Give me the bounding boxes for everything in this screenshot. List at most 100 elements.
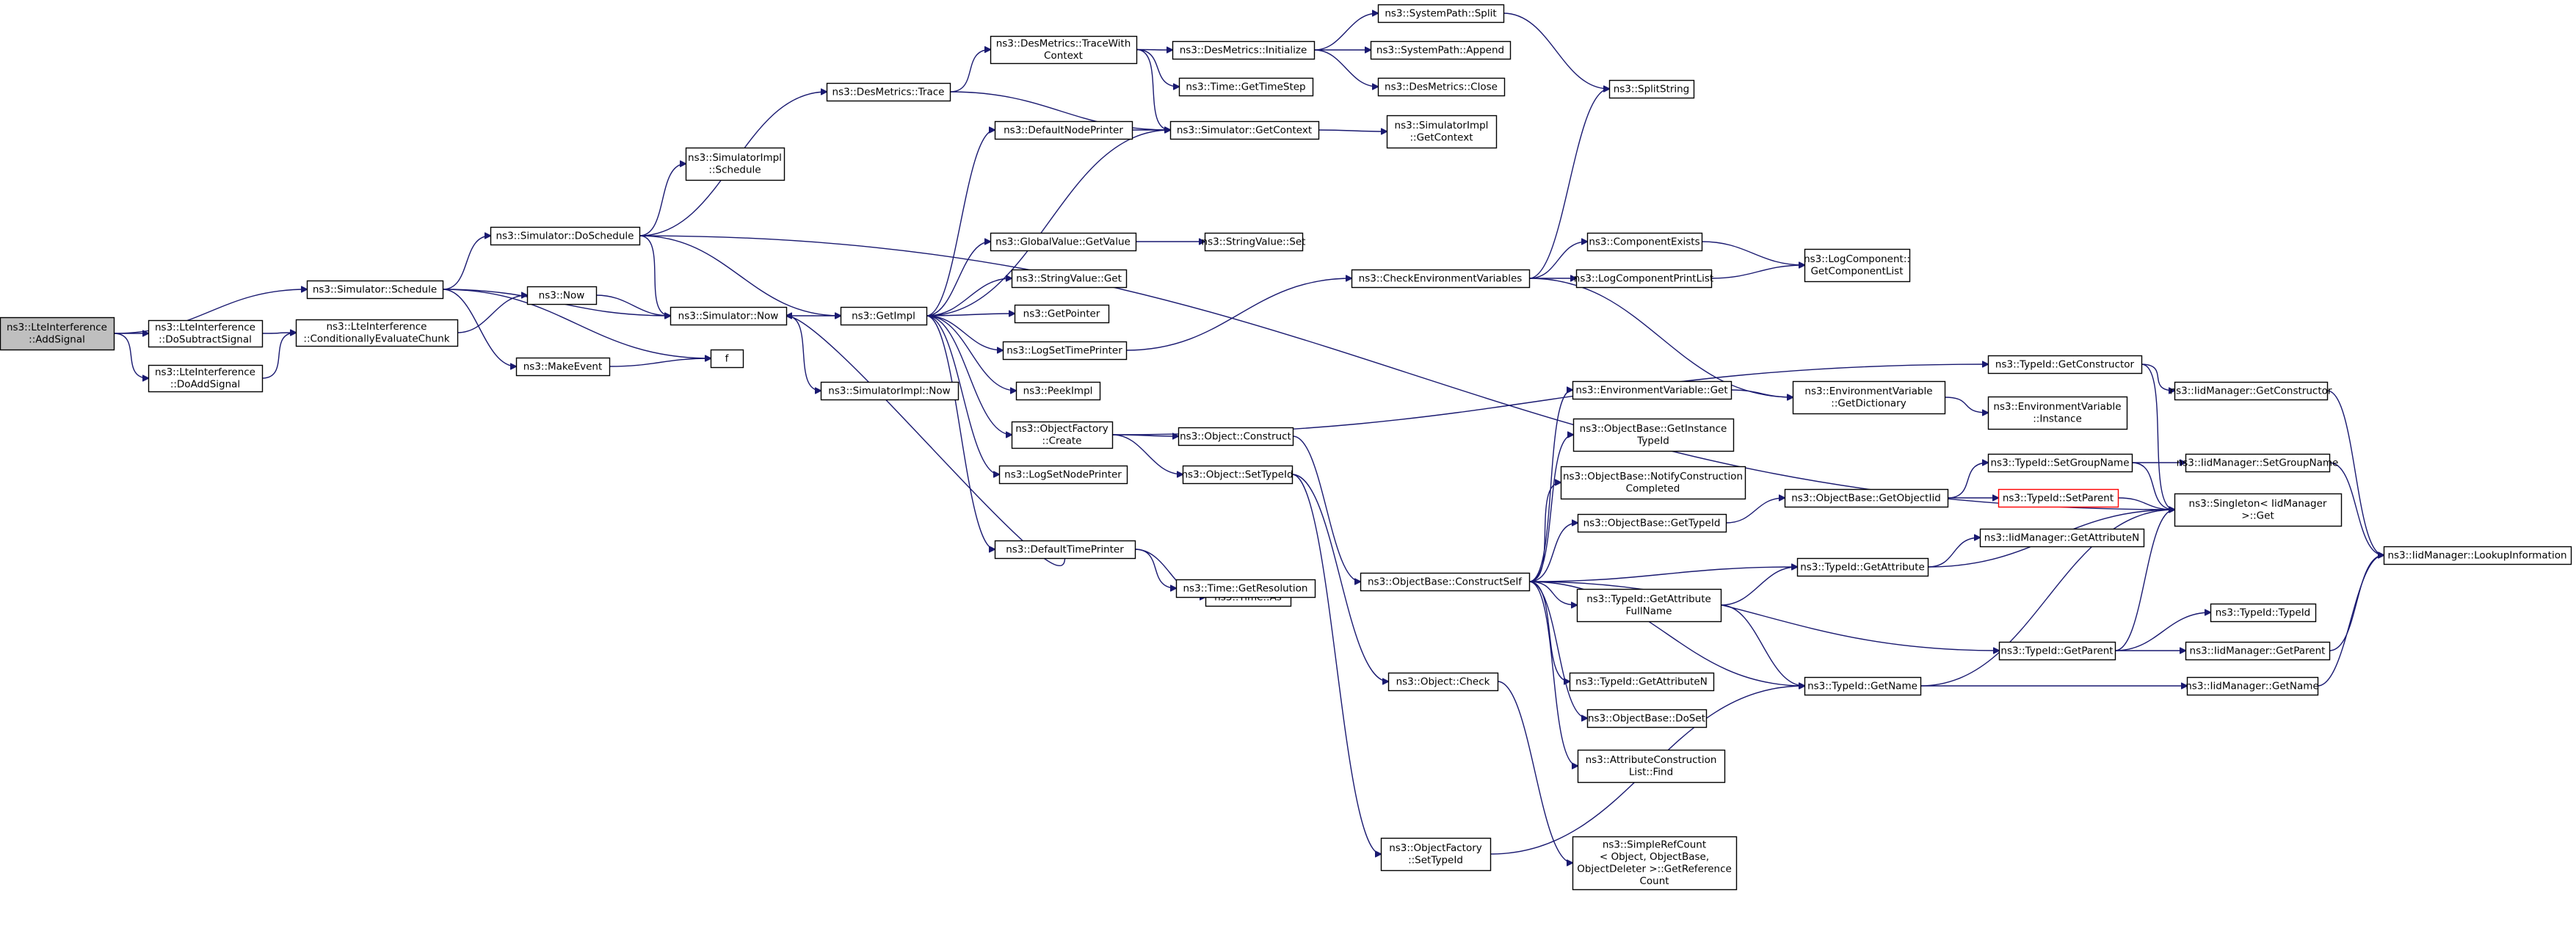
node-ns3-objectfactory-settypeid[interactable]: ns3::ObjectFactory::SetTypeId [1380,837,1492,872]
node-label: ns3::EnvironmentVariable::Get [1575,384,1727,396]
node-box [1377,77,1506,97]
node-ns3-simulator-now[interactable]: ns3::Simulator::Now [670,306,788,326]
node-ns3-iidmanager-setgroupname[interactable]: ns3::IidManager::SetGroupName [2177,453,2339,473]
node-label: ns3::StringValue::Set [1202,236,1306,247]
node-label: ::Instance [2033,413,2082,425]
node-label: ns3::ObjectBase::NotifyConstruction [1563,471,1743,482]
edge-n54-to-n59 [1947,463,1988,499]
node-ns3-splitstring[interactable]: ns3::SplitString [1608,79,1695,99]
node-ns3-environmentvariable-get[interactable]: ns3::EnvironmentVariable::Get [1572,380,1733,400]
node-ns3-simplerefcount-object-objectbase-objectdeleter-getreferencecount[interactable]: ns3::SimpleRefCount< Object, ObjectBase,… [1572,836,1738,891]
node-ns3-logcomponentprintlist[interactable]: ns3::LogComponentPrintList [1574,269,1713,289]
node-ns3-objectbase-getobjectiid[interactable]: ns3::ObjectBase::GetObjectIid [1784,488,1949,508]
node-ns3-desmetrics-trace[interactable]: ns3::DesMetrics::Trace [826,82,951,102]
node-ns3-singleton-iidmanager-get[interactable]: ns3::Singleton< IidManager >::Get [2174,493,2343,527]
node-ns3-systempath-split[interactable]: ns3::SystemPath::Split [1377,4,1505,23]
node-ns3-makeevent[interactable]: ns3::MakeEvent [515,357,611,377]
node-ns3-peekimpl[interactable]: ns3::PeekImpl [1015,381,1101,401]
node-ns3-now[interactable]: ns3::Now [526,286,598,305]
node-ns3-typeid-getconstructor[interactable]: ns3::TypeId::GetConstructor [1987,355,2143,375]
node-ns3-logcomponent-getcomponentlist[interactable]: ns3::LogComponent::GetComponentList [1804,248,1911,283]
node-label: ns3::LteInterference [7,322,107,333]
node-ns3-iidmanager-getparent[interactable]: ns3::IidManager::GetParent [2185,641,2331,661]
node-ns3-object-settypeid[interactable]: ns3::Object::SetTypeId [1181,465,1294,485]
node-ns3-typeid-getparent[interactable]: ns3::TypeId::GetParent [1998,641,2116,661]
node-ns3-componentexists[interactable]: ns3::ComponentExists [1586,232,1703,252]
node-ns3-simulatorimpl-schedule[interactable]: ns3::SimulatorImpl::Schedule [685,147,786,181]
node-label: >::Get [2241,510,2274,522]
node-ns3-typeid-getattribute[interactable]: ns3::TypeId::GetAttribute [1796,557,1929,577]
node-ns3-logsetnodeprinter[interactable]: ns3::LogSetNodePrinter [998,465,1128,485]
node-ns3-lteinterference-addsignal[interactable]: ns3::LteInterference::AddSignal [0,316,115,351]
node-label: ns3::Time::GetTimeStep [1186,81,1305,93]
node-ns3-objectbase-doset[interactable]: ns3::ObjectBase::DoSet [1586,709,1708,728]
node-ns3-environmentvariable-getdictionary[interactable]: ns3::EnvironmentVariable::GetDictionary [1792,380,1946,415]
edge-n37-to-n55 [1528,567,1797,582]
node-ns3-typeid-setparent[interactable]: ns3::TypeId::SetParent [1998,488,2119,508]
node-ns3-typeid-setgroupname[interactable]: ns3::TypeId::SetGroupName [1987,453,2133,473]
node-label: < Object, ObjectBase, [1600,851,1709,863]
node-ns3-simulator-schedule[interactable]: ns3::Simulator::Schedule [306,280,444,300]
node-box [2174,381,2329,401]
edge-n38-to-n51 [1497,681,1572,863]
node-ns3-lteinterference-conditionallyevaluatechunk[interactable]: ns3::LteInterference::ConditionallyEvalu… [295,319,459,347]
node-ns3-lteinterference-dosubtractsignal[interactable]: ns3::LteInterference::DoSubtractSignal [148,319,264,348]
node-label: ns3::Now [539,289,585,301]
node-ns3-stringvalue-set[interactable]: ns3::StringValue::Set [1202,232,1306,252]
node-ns3-desmetrics-initialize[interactable]: ns3::DesMetrics::Initialize [1172,40,1316,60]
node-label: ns3::GetImpl [852,310,915,322]
node-label: ns3::ObjectBase::DoSet [1588,712,1705,724]
node-ns3-getimpl[interactable]: ns3::GetImpl [840,306,928,326]
node-box [1987,453,2133,473]
edge-n62-to-n65 [2114,510,2174,651]
node-box [710,349,744,369]
node-ns3-simulator-doschedule[interactable]: ns3::Simulator::DoSchedule [490,226,641,246]
node-label: ns3::SimulatorImpl [1395,120,1489,131]
node-label: ::AddSignal [29,334,85,346]
node-ns3-objectfactory-create[interactable]: ns3::ObjectFactory::Create [1011,421,1114,449]
node-ns3-object-check[interactable]: ns3::Object::Check [1387,672,1499,692]
node-ns3-stringvalue-get[interactable]: ns3::StringValue::Get [1011,269,1128,289]
node-ns3-checkenvironmentvariables[interactable]: ns3::CheckEnvironmentVariables [1351,269,1531,289]
node-label: ns3::EnvironmentVariable [1804,386,1932,397]
node-ns3-environmentvariable-instance[interactable]: ns3::EnvironmentVariable::Instance [1987,396,2128,430]
node-ns3-object-construct[interactable]: ns3::Object::Construct [1178,427,1294,446]
node-ns3-simulator-getcontext[interactable]: ns3::Simulator::GetContext [1169,120,1320,140]
node-ns3-lteinterference-doaddsignal[interactable]: ns3::LteInterference::DoAddSignal [148,364,264,393]
node-ns3-globalvalue-getvalue[interactable]: ns3::GlobalValue::GetValue [990,232,1137,252]
node-ns3-typeid-getattributen[interactable]: ns3::TypeId::GetAttributeN [1569,672,1715,692]
node-ns3-objectbase-constructself[interactable]: ns3::ObjectBase::ConstructSelf [1360,572,1531,592]
node-ns3-iidmanager-lookupinformation[interactable]: ns3::IidManager::LookupInformation [2383,546,2572,565]
node-ns3-iidmanager-getname[interactable]: ns3::IidManager::GetName [2185,676,2319,696]
node-ns3-getpointer[interactable]: ns3::GetPointer [1014,304,1110,324]
node-box [148,364,264,393]
node-ns3-simulatorimpl-now[interactable]: ns3::SimulatorImpl::Now [820,381,959,401]
node-ns3-iidmanager-getconstructor[interactable]: ns3::IidManager::GetConstructor [2170,381,2332,401]
edge-n53-to-n58 [1944,397,1988,413]
node-ns3-objectbase-gettypeid[interactable]: ns3::ObjectBase::GetTypeId [1577,513,1727,533]
edge-n5-to-n11 [595,294,670,316]
node-ns3-defaultnodeprinter[interactable]: ns3::DefaultNodePrinter [994,120,1133,140]
node-ns3-typeid-getname[interactable]: ns3::TypeId::GetName [1804,676,1922,696]
node-ns3-time-gettimestep[interactable]: ns3::Time::GetTimeStep [1178,77,1314,97]
node-box [1576,588,1722,623]
node-ns3-defaulttimeprinter[interactable]: ns3::DefaultTimePrinter [994,540,1136,560]
node-label: ns3::TypeId::GetName [1807,680,1918,692]
node-ns3-objectbase-notifyconstructioncompleted[interactable]: ns3::ObjectBase::NotifyConstructionCompl… [1560,466,1746,500]
node-box [1370,40,1512,60]
node-ns3-systempath-append[interactable]: ns3::SystemPath::Append [1370,40,1512,60]
node-f[interactable]: f [710,349,744,369]
edge-n12-to-n17 [926,278,1012,316]
node-ns3-iidmanager-getattributen[interactable]: ns3::IidManager::GetAttributeN [1979,528,2145,548]
node-ns3-simulatorimpl-getcontext[interactable]: ns3::SimulatorImpl::GetContext [1386,115,1498,149]
node-box [685,147,786,181]
edge-n36-to-n53 [1528,278,1793,397]
node-ns3-desmetrics-close[interactable]: ns3::DesMetrics::Close [1377,77,1506,97]
node-ns3-logsettimeprinter[interactable]: ns3::LogSetTimePrinter [1002,341,1128,361]
node-ns3-typeid-typeid[interactable]: ns3::TypeId::TypeId [2210,603,2317,623]
node-ns3-time-getresolution[interactable]: ns3::Time::GetResolution [1175,579,1316,598]
